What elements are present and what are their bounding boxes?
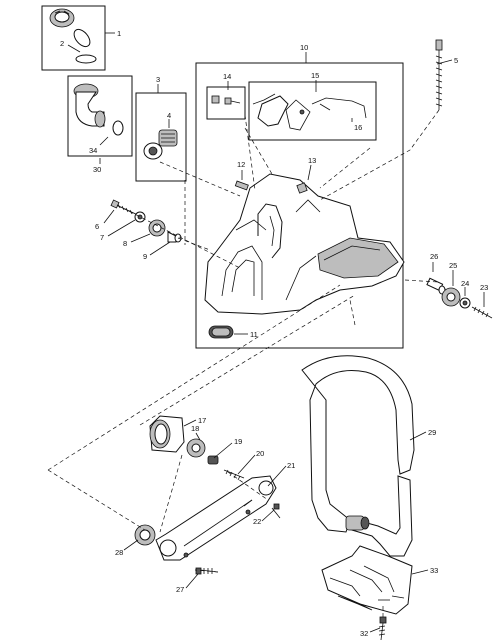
callout-29: 29 xyxy=(428,428,436,437)
throttle-trigger-part xyxy=(252,93,367,131)
callout-13: 13 xyxy=(308,156,316,165)
front-handlebar-part xyxy=(301,355,415,557)
mount-cluster-part xyxy=(149,415,245,481)
callout-18: 18 xyxy=(191,424,199,433)
long-bolt-part xyxy=(435,39,443,110)
callout-9: 9 xyxy=(143,252,147,261)
bumper-cover-part xyxy=(321,545,413,615)
rear-handle-housing-part xyxy=(204,173,405,315)
callout-22: 22 xyxy=(253,517,261,526)
bottom-screw-part xyxy=(378,616,387,641)
callout-labels: 1 2 3 4 5 10 14 15 16 12 13 11 6 7 8 9 2… xyxy=(60,29,488,638)
callout-8: 8 xyxy=(123,239,127,248)
right-bolt-stack xyxy=(426,277,493,319)
callout-24: 24 xyxy=(461,279,469,288)
callout-10: 10 xyxy=(300,43,308,52)
callout-7: 7 xyxy=(100,233,104,242)
callout-23: 23 xyxy=(480,283,488,292)
callout-17: 17 xyxy=(198,416,206,425)
callout-15: 15 xyxy=(311,71,319,80)
small-screws-part xyxy=(211,95,241,105)
callout-1: 1 xyxy=(117,29,121,38)
callout-16: 16 xyxy=(354,123,362,132)
callout-28: 28 xyxy=(115,548,123,557)
cap-group-box xyxy=(41,5,106,71)
grommet-group-box xyxy=(135,92,187,182)
elbow-group-box xyxy=(67,75,133,157)
rubber-pad-part xyxy=(208,325,234,339)
callout-26: 26 xyxy=(430,252,438,261)
handle-housing-box xyxy=(195,62,404,349)
small-parts-box xyxy=(206,86,246,120)
callout-33: 33 xyxy=(430,566,438,575)
callout-34: 34 xyxy=(89,146,97,155)
bracket-mount-part xyxy=(134,503,281,575)
callout-20: 20 xyxy=(256,449,264,458)
callout-32: 32 xyxy=(360,629,368,638)
callout-11: 11 xyxy=(250,330,258,339)
callout-3: 3 xyxy=(156,75,160,84)
callout-6: 6 xyxy=(95,222,99,231)
throttle-parts-box xyxy=(248,81,377,141)
callout-12: 12 xyxy=(237,160,245,169)
callout-27: 27 xyxy=(176,585,184,594)
assembly-guide-lines xyxy=(47,109,440,617)
callout-30: 30 xyxy=(93,165,101,174)
callout-2: 2 xyxy=(60,39,64,48)
callout-19: 19 xyxy=(234,437,242,446)
callout-14: 14 xyxy=(223,72,231,81)
bracket-part xyxy=(155,475,277,561)
fuel-elbow-part xyxy=(73,83,124,136)
callout-4: 4 xyxy=(167,111,171,120)
callout-21: 21 xyxy=(287,461,295,470)
callout-25: 25 xyxy=(449,261,457,270)
leader-lines xyxy=(67,32,485,633)
mount-grommet-part xyxy=(143,129,178,160)
fuel-cap-part xyxy=(49,8,97,64)
callout-5: 5 xyxy=(454,56,458,65)
